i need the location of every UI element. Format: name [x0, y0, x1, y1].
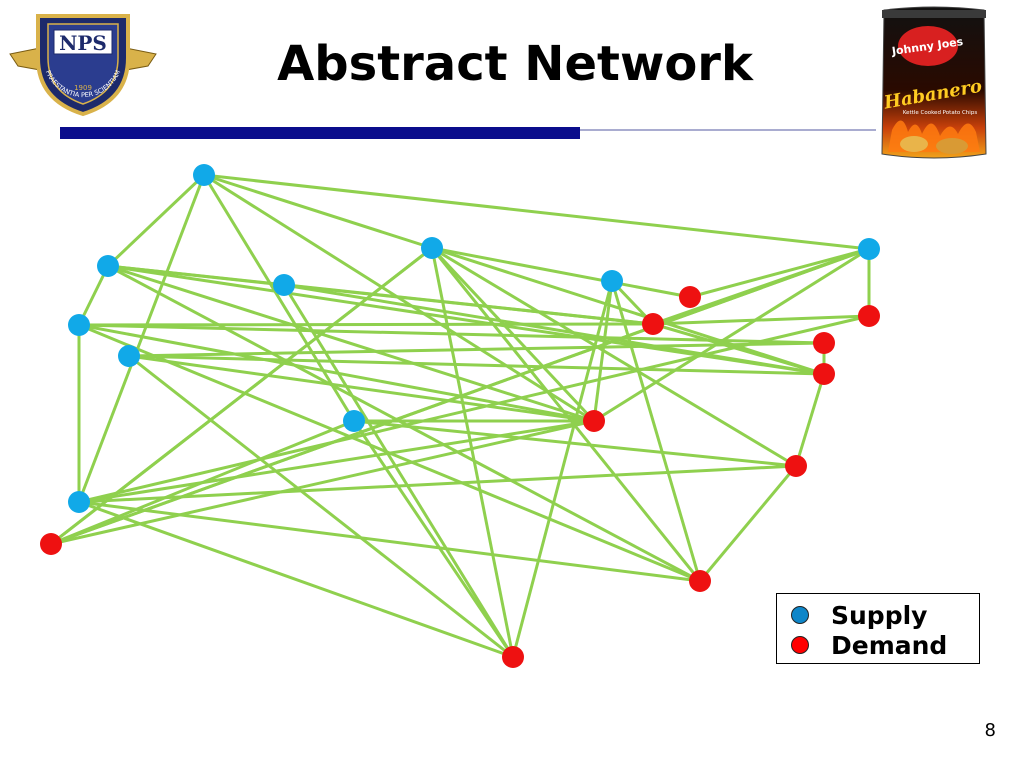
- supply-node: [601, 270, 623, 292]
- network-edge: [78, 500, 514, 659]
- network-nodes: [40, 164, 880, 668]
- supply-node: [193, 164, 215, 186]
- network-edge: [592, 280, 614, 422]
- legend-label-supply: Supply: [831, 600, 928, 630]
- network-edge: [50, 246, 433, 546]
- network-edge: [50, 419, 355, 546]
- network-edge: [78, 323, 595, 423]
- supply-node: [118, 345, 140, 367]
- supply-node: [343, 410, 365, 432]
- network-edge: [698, 465, 798, 582]
- legend: Supply Demand: [776, 593, 980, 664]
- network-edge: [430, 247, 515, 658]
- demand-node: [858, 305, 880, 327]
- supply-node: [273, 274, 295, 296]
- network-edge: [128, 354, 595, 423]
- page-number: 8: [984, 720, 996, 741]
- network-edge: [77, 174, 206, 503]
- slide-title: Abstract Network: [277, 36, 753, 92]
- supply-node: [858, 238, 880, 260]
- network-edge: [652, 322, 825, 376]
- supply-marker-icon: [791, 606, 809, 624]
- network-edge: [106, 173, 206, 268]
- demand-node: [679, 286, 701, 308]
- title-rule-thin: [580, 129, 876, 131]
- network-edge: [353, 419, 797, 468]
- network-edge: [431, 246, 825, 376]
- legend-item-demand: Demand: [791, 630, 948, 660]
- legend-label-demand: Demand: [831, 630, 948, 660]
- network-edge: [689, 247, 870, 299]
- network-edge: [107, 264, 595, 423]
- supply-node: [68, 314, 90, 336]
- chips-bag-image: Johnny Joes Habanero Kettle Cooked Potat…: [881, 6, 987, 159]
- network-edge: [593, 247, 870, 423]
- demand-node: [813, 363, 835, 385]
- logo-year: 1909: [74, 84, 92, 92]
- network-edge: [78, 323, 825, 345]
- network-edge: [78, 419, 595, 504]
- network-edge: [203, 173, 433, 250]
- demand-node: [813, 332, 835, 354]
- network-edge: [610, 280, 702, 582]
- demand-node: [40, 533, 62, 555]
- network-edge: [107, 264, 701, 583]
- network-edge: [431, 246, 797, 468]
- network-edge: [283, 283, 654, 326]
- network-edge: [50, 247, 870, 546]
- network-edges: [50, 173, 871, 659]
- network-edge: [352, 420, 515, 658]
- network-edge: [282, 284, 515, 658]
- network-edge: [283, 283, 825, 376]
- demand-marker-icon: [791, 636, 809, 654]
- network-edge: [652, 314, 870, 326]
- supply-node: [68, 491, 90, 513]
- network-edge: [128, 354, 514, 659]
- demand-node: [689, 570, 711, 592]
- chips-subtitle: Kettle Cooked Potato Chips: [903, 110, 978, 116]
- network-edge: [128, 354, 825, 376]
- network-edge: [202, 174, 356, 422]
- network-edge: [50, 419, 595, 546]
- nps-logo: NPS PRAESTANTIA PER SCIENTIAM 1909: [9, 14, 157, 117]
- demand-node: [642, 313, 664, 335]
- network-edge: [78, 314, 870, 504]
- logo-text: NPS: [59, 31, 107, 55]
- network-edge: [203, 173, 870, 251]
- title-rule-thick: [60, 127, 580, 139]
- network-edge: [511, 280, 614, 658]
- network-edge: [794, 373, 826, 467]
- demand-node: [502, 646, 524, 668]
- demand-node: [785, 455, 807, 477]
- demand-node: [583, 410, 605, 432]
- supply-node: [421, 237, 443, 259]
- network-edge: [431, 246, 691, 299]
- network-edge: [128, 341, 825, 358]
- network-edge: [78, 464, 797, 504]
- network-edge: [78, 322, 654, 327]
- legend-item-supply: Supply: [791, 600, 928, 630]
- supply-node: [97, 255, 119, 277]
